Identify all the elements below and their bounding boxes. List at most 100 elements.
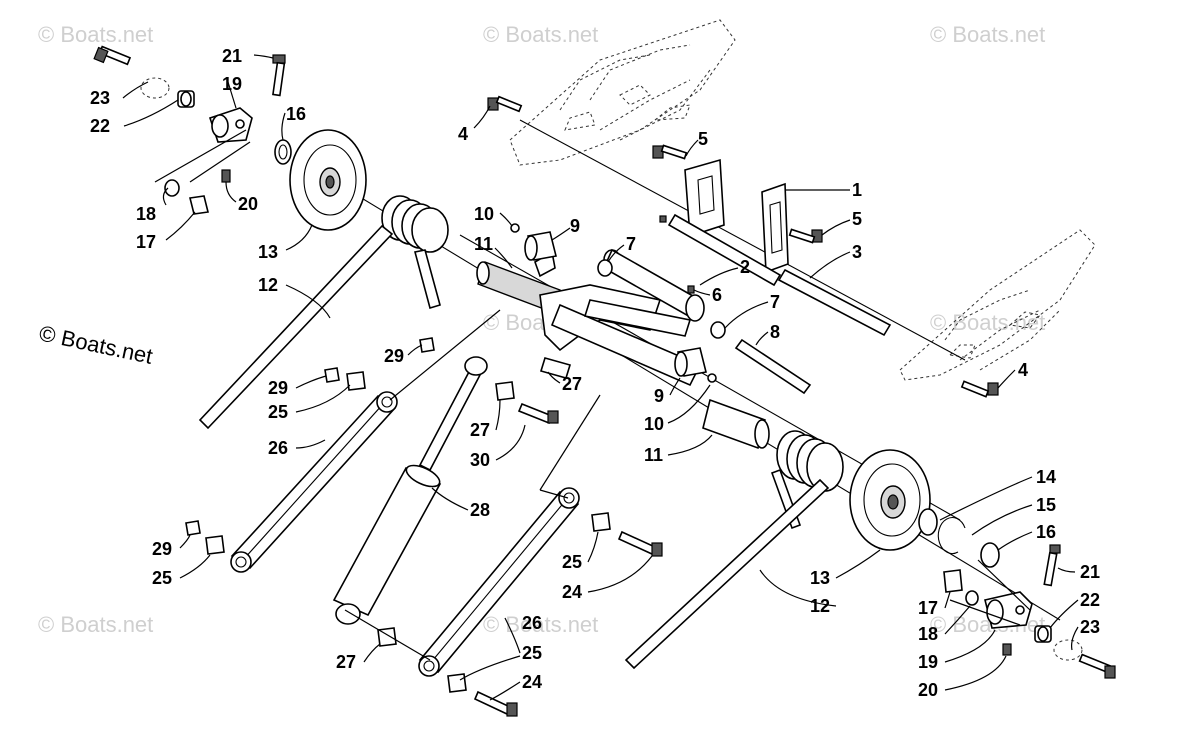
frame-rail-lower [899, 229, 1096, 381]
bushing-27-mid [495, 381, 515, 401]
callout-18: 18 [918, 624, 938, 644]
nut-29-left [324, 367, 340, 383]
callout-23: 23 [1080, 617, 1100, 637]
bushing-22-lower [1034, 625, 1052, 643]
bearing-14 [918, 508, 938, 536]
torsion-spring-lower [624, 430, 844, 670]
callout-25: 25 [268, 402, 288, 422]
callout-25: 25 [562, 552, 582, 572]
nut-29-lower [185, 520, 201, 536]
callout-3: 3 [852, 242, 862, 262]
bushing-25-bottom [447, 673, 467, 693]
bolt-21-upper [272, 54, 286, 97]
callout-5: 5 [852, 209, 862, 229]
callout-12: 12 [258, 275, 278, 295]
link-arm-upper [230, 391, 398, 573]
shaft-3 [777, 268, 892, 337]
washer-lower [1053, 639, 1083, 661]
callout-20: 20 [918, 680, 938, 700]
callout-30: 30 [470, 450, 490, 470]
callout-29: 29 [384, 346, 404, 366]
callout-16: 16 [1036, 522, 1056, 542]
bushing-17-upper [189, 195, 209, 215]
torsion-spring-upper [198, 195, 449, 430]
bolt-5-upper [652, 144, 688, 160]
callout-12: 12 [810, 596, 830, 616]
watermark: © Boats.net [930, 310, 1045, 335]
watermark: © Boats.net [483, 22, 598, 47]
callout-14: 14 [1036, 467, 1056, 487]
callout-21: 21 [1080, 562, 1100, 582]
callout-13: 13 [810, 568, 830, 588]
bushing-25-left [346, 371, 366, 391]
callout-26: 26 [268, 438, 288, 458]
bushing-16-upper [274, 139, 292, 165]
callout-leaders [122, 54, 1079, 701]
bushing-17-lower [943, 569, 963, 593]
bushing-16-lower [980, 542, 1000, 568]
nut-29-upper [419, 337, 435, 353]
watermark: © Boats.net [930, 22, 1045, 47]
callout-29: 29 [152, 539, 172, 559]
bolt-30 [517, 402, 559, 425]
callout-27: 27 [562, 374, 582, 394]
watermark: © Boats.net [483, 612, 598, 637]
bushing-25-lower [205, 535, 225, 555]
washer-18-lower [965, 590, 979, 606]
callout-22: 22 [1080, 590, 1100, 610]
washer-10-upper [510, 223, 520, 233]
bushing-9-lower [674, 347, 707, 377]
callout-25: 25 [522, 643, 542, 663]
washer-10-lower [707, 373, 717, 383]
bolt-24-bottom [473, 690, 518, 717]
bolt-4-upper [487, 95, 523, 113]
shock-absorber [332, 356, 488, 625]
callout-27: 27 [470, 420, 490, 440]
rod-8 [734, 338, 812, 395]
watermark-main: © Boats.net [37, 320, 155, 368]
callout-15: 15 [1036, 495, 1056, 515]
callout-23: 23 [90, 88, 110, 108]
callout-17: 17 [136, 232, 156, 252]
link-arm-lower [418, 487, 580, 677]
callout-16: 16 [286, 104, 306, 124]
frame-rail-upper [509, 19, 736, 166]
callout-24: 24 [522, 672, 542, 692]
cap-7-upper [597, 259, 613, 277]
callout-7: 7 [626, 234, 636, 254]
bushing-25-mid [591, 512, 611, 532]
watermark: © Boats.net [38, 22, 153, 47]
callout-9: 9 [570, 216, 580, 236]
callout-28: 28 [470, 500, 490, 520]
bolt-23-upper [93, 45, 132, 66]
callout-22: 22 [90, 116, 110, 136]
sleeve-11-lower [702, 398, 770, 450]
callout-26: 26 [522, 613, 542, 633]
callout-13: 13 [258, 242, 278, 262]
fitting-6 [687, 285, 695, 294]
callout-10: 10 [474, 204, 494, 224]
bolt-4-lower [960, 380, 999, 398]
bushing-22-upper [177, 90, 195, 108]
bracket-19-upper [208, 107, 253, 143]
callout-19: 19 [918, 652, 938, 672]
callout-17: 17 [918, 598, 938, 618]
callout-29: 29 [268, 378, 288, 398]
bolt-21-lower [1043, 544, 1061, 587]
callout-18: 18 [136, 204, 156, 224]
callout-19: 19 [222, 74, 242, 94]
callout-8: 8 [770, 322, 780, 342]
callout-11: 11 [474, 234, 493, 254]
callouts: 23 21 19 22 16 18 20 17 13 12 10 9 11 4 … [90, 46, 1100, 700]
mount-bracket-right [761, 182, 789, 274]
callout-5: 5 [698, 129, 708, 149]
pin-20-lower [1002, 643, 1012, 656]
washer-upper [140, 77, 170, 99]
callout-20: 20 [238, 194, 258, 214]
idler-wheel-upper [289, 129, 367, 231]
bracket-19-lower [984, 591, 1033, 629]
bolt-24-mid [617, 530, 663, 557]
callout-10: 10 [644, 414, 664, 434]
callout-2: 2 [740, 257, 750, 277]
callout-27: 27 [336, 652, 356, 672]
